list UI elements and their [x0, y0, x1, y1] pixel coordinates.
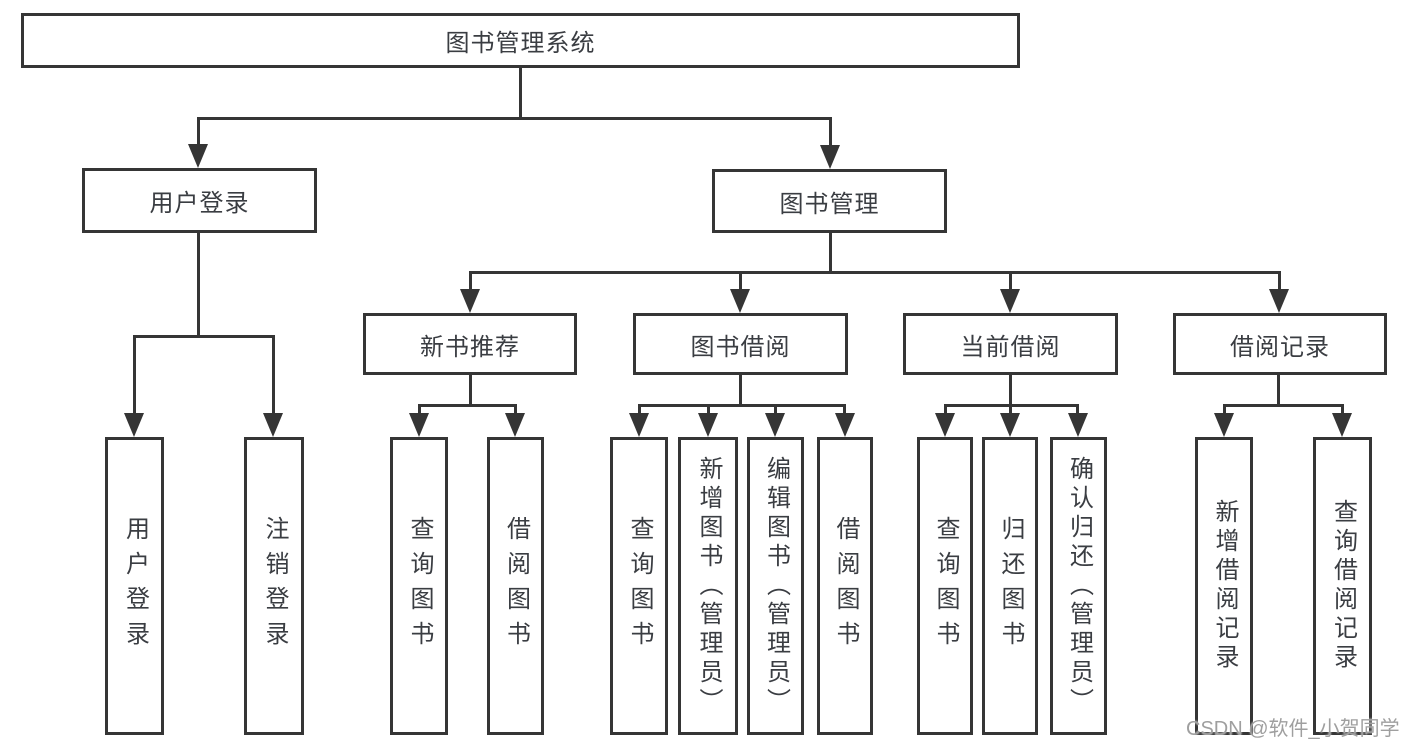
leaf-return-book-label: 归还图书: [997, 516, 1024, 656]
arrowhead-down: [1068, 413, 1088, 437]
connector-drop: [1076, 404, 1079, 416]
connector-drop: [1341, 404, 1344, 416]
connector-level3-rail: [469, 271, 1281, 274]
connector-new-books-rail: [418, 404, 517, 407]
connector-drop: [1009, 404, 1012, 416]
node-book-borrow: 图书借阅: [633, 313, 848, 375]
leaf-query-books-borrow: 查询图书: [610, 437, 668, 735]
connector-book-borrow-rail: [638, 404, 845, 407]
connector-drop-book-mgmt: [829, 117, 832, 147]
leaf-query-books-current-label: 查询图书: [932, 516, 959, 656]
connector-user-login-rail: [133, 335, 275, 338]
node-borrow-records: 借阅记录: [1173, 313, 1387, 375]
leaf-confirm-return-admin: 确认归还（管理员）: [1050, 437, 1107, 735]
connector-drop: [707, 404, 710, 416]
node-current-borrow-label: 当前借阅: [960, 333, 1061, 361]
leaf-user-login: 用户登录: [105, 437, 164, 735]
arrowhead-down: [1000, 413, 1020, 437]
connector-root-stem: [519, 66, 522, 120]
arrowhead-down: [629, 413, 649, 437]
node-book-mgmt-label: 图书管理: [779, 190, 880, 218]
connector-drop: [418, 404, 421, 416]
node-new-books: 新书推荐: [363, 313, 577, 375]
arrowhead-down: [765, 413, 785, 437]
leaf-borrow-books-new: 借阅图书: [487, 437, 544, 735]
connector-drop: [514, 404, 517, 416]
connector-drop-user-login: [197, 117, 200, 147]
node-user-login-label: 用户登录: [149, 190, 250, 217]
node-book-borrow-label: 图书借阅: [690, 333, 791, 361]
node-root-label: 图书管理系统: [445, 30, 596, 57]
arrowhead-down: [1000, 289, 1020, 313]
connector-drop: [272, 335, 275, 415]
node-user-login: 用户登录: [82, 168, 317, 233]
csdn-watermark: CSDN @软件_小贺同学: [1186, 718, 1400, 740]
leaf-query-books-new: 查询图书: [390, 437, 448, 735]
connector-drop: [133, 335, 136, 415]
arrowhead-down: [124, 413, 144, 437]
connector-drop: [774, 404, 777, 416]
arrowhead-down: [188, 144, 208, 168]
arrowhead-down: [460, 289, 480, 313]
connector-level2-rail: [197, 117, 832, 120]
connector-drop: [739, 271, 742, 291]
leaf-query-books-borrow-label: 查询图书: [626, 516, 653, 656]
connector-drop: [944, 404, 947, 416]
arrowhead-down: [1332, 413, 1352, 437]
arrowhead-down: [505, 413, 525, 437]
connector-borrow-records-rail: [1223, 404, 1343, 407]
leaf-confirm-return-admin-label: 确认归还（管理员）: [1065, 455, 1093, 717]
leaf-borrow-books-new-label: 借阅图书: [502, 516, 530, 656]
leaf-add-borrow-record-label: 新增借阅记录: [1211, 499, 1238, 673]
connector-borrow-records-stem: [1277, 375, 1280, 407]
node-new-books-label: 新书推荐: [420, 333, 520, 361]
node-book-mgmt: 图书管理: [712, 169, 947, 233]
leaf-query-borrow-record: 查询借阅记录: [1313, 437, 1372, 735]
connector-current-borrow-stem: [1009, 375, 1012, 407]
leaf-add-borrow-record: 新增借阅记录: [1195, 437, 1253, 735]
arrowhead-down: [1214, 413, 1234, 437]
leaf-query-books-current: 查询图书: [917, 437, 973, 735]
leaf-edit-book-admin: 编辑图书（管理员）: [747, 437, 804, 735]
arrowhead-down: [1269, 289, 1289, 313]
leaf-add-book-admin: 新增图书（管理员）: [678, 437, 738, 735]
connector-new-books-stem: [469, 375, 472, 407]
arrowhead-down: [935, 413, 955, 437]
node-current-borrow: 当前借阅: [903, 313, 1118, 375]
leaf-borrow-books-borrow-label: 借阅图书: [832, 516, 859, 656]
arrowhead-down: [730, 289, 750, 313]
leaf-logout: 注销登录: [244, 437, 304, 735]
leaf-edit-book-admin-label: 编辑图书（管理员）: [762, 455, 790, 717]
arrowhead-down: [820, 145, 840, 169]
leaf-query-borrow-record-label: 查询借阅记录: [1329, 499, 1357, 673]
connector-drop: [469, 271, 472, 291]
arrowhead-down: [263, 413, 283, 437]
connector-drop: [1009, 271, 1012, 291]
connector-drop: [1278, 271, 1281, 291]
leaf-add-book-admin-label: 新增图书（管理员）: [695, 455, 722, 717]
connector-drop: [1223, 404, 1226, 416]
arrowhead-down: [698, 413, 718, 437]
leaf-borrow-books-borrow: 借阅图书: [817, 437, 873, 735]
connector-user-login-stem: [197, 233, 200, 336]
leaf-return-book: 归还图书: [982, 437, 1038, 735]
node-root: 图书管理系统: [21, 13, 1020, 68]
connector-drop: [843, 404, 846, 416]
arrowhead-down: [409, 413, 429, 437]
leaf-logout-label: 注销登录: [261, 516, 288, 656]
arrowhead-down: [835, 413, 855, 437]
connector-book-borrow-stem: [739, 375, 742, 407]
node-borrow-records-label: 借阅记录: [1230, 333, 1330, 361]
connector-book-mgmt-stem: [829, 233, 832, 274]
leaf-user-login-label: 用户登录: [121, 516, 149, 656]
connector-drop: [638, 404, 641, 416]
leaf-query-books-new-label: 查询图书: [406, 516, 433, 656]
